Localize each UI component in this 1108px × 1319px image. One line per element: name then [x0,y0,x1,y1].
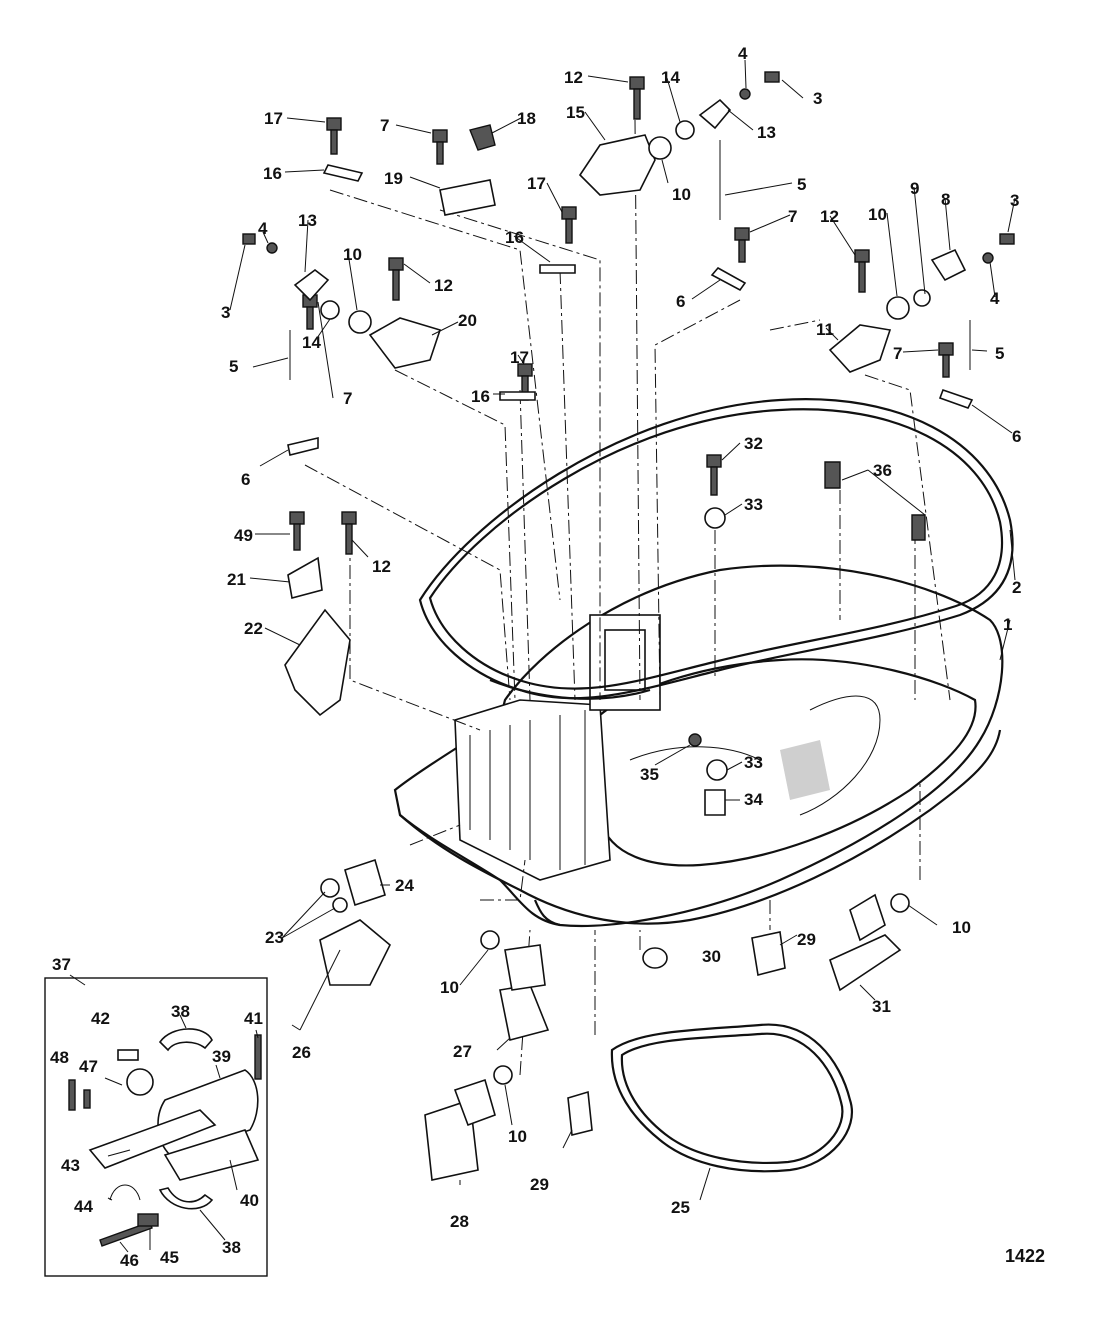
callout-7: 7 [343,389,352,408]
callout-13: 13 [298,211,317,230]
callout-6: 6 [241,470,250,489]
callout-10: 10 [952,918,971,937]
callout-12: 12 [434,276,453,295]
callout-33: 33 [744,753,763,772]
callout-4: 4 [990,289,1000,308]
callout-11: 11 [816,320,834,339]
callout-labels: 1 2 3 3 3 4 4 4 5 5 5 6 6 6 7 7 7 7 8 9 … [50,44,1045,1270]
seal-25 [610,1023,853,1173]
callout-42: 42 [91,1009,110,1028]
callout-27: 27 [453,1042,472,1061]
drawing-number: 1422 [1005,1246,1045,1266]
callout-1: 1 [1003,615,1012,634]
callout-10: 10 [508,1127,527,1146]
callout-49: 49 [234,526,253,545]
callout-7: 7 [380,116,389,135]
callout-10: 10 [868,205,887,224]
callout-32: 32 [744,434,763,453]
callout-15: 15 [566,103,585,122]
callout-10: 10 [343,245,362,264]
callout-47: 47 [79,1057,98,1076]
callout-7: 7 [893,344,902,363]
callout-23: 23 [265,928,284,947]
callout-28: 28 [450,1212,469,1231]
callout-10: 10 [672,185,691,204]
callout-16: 16 [471,387,490,406]
callout-26: 26 [292,1043,311,1062]
callout-29: 29 [797,930,816,949]
callout-16: 16 [505,228,524,247]
callout-8: 8 [941,190,950,209]
callout-34: 34 [744,790,763,809]
callout-46: 46 [120,1251,139,1270]
callout-12: 12 [372,557,391,576]
callout-5: 5 [995,344,1004,363]
inset-box [44,977,268,1277]
callout-9: 9 [910,179,919,198]
callout-7: 7 [788,207,797,226]
callout-40: 40 [240,1191,259,1210]
callout-3: 3 [1010,191,1019,210]
callout-10: 10 [440,978,459,997]
bottom-cowl [393,398,1014,928]
callout-3: 3 [813,89,822,108]
callout-30: 30 [702,947,721,966]
callout-17: 17 [264,109,283,128]
callout-19: 19 [384,169,403,188]
callout-35: 35 [640,765,659,784]
callout-38: 38 [171,1002,190,1021]
callout-41: 41 [244,1009,263,1028]
callout-29: 29 [530,1175,549,1194]
callout-18: 18 [517,109,536,128]
callout-48: 48 [50,1048,69,1067]
callout-31: 31 [872,997,891,1016]
callout-16: 16 [263,164,282,183]
callout-33: 33 [744,495,763,514]
callout-17: 17 [510,348,529,367]
callout-4: 4 [258,219,268,238]
callout-37: 37 [52,955,71,974]
callout-12: 12 [820,207,839,226]
callout-21: 21 [227,570,246,589]
leader-lines [69,59,1016,1253]
callout-2: 2 [1012,578,1021,597]
callout-38: 38 [222,1238,241,1257]
callout-43: 43 [61,1156,80,1175]
callout-45: 45 [160,1248,179,1267]
callout-4: 4 [738,44,748,63]
callout-25: 25 [671,1198,690,1217]
callout-12: 12 [564,68,583,87]
callout-36: 36 [873,461,892,480]
callout-3: 3 [221,303,230,322]
callout-6: 6 [1012,427,1021,446]
callout-20: 20 [458,311,477,330]
callout-17: 17 [527,174,546,193]
callout-22: 22 [244,619,263,638]
callout-14: 14 [302,333,321,352]
callout-13: 13 [757,123,776,142]
assembly-centerlines [304,119,951,1076]
callout-39: 39 [212,1047,231,1066]
callout-6: 6 [676,292,685,311]
callout-14: 14 [661,68,680,87]
callout-24: 24 [395,876,414,895]
callout-44: 44 [74,1197,93,1216]
callout-5: 5 [229,357,238,376]
callout-5: 5 [797,175,806,194]
hardware-parts [242,71,1015,1181]
